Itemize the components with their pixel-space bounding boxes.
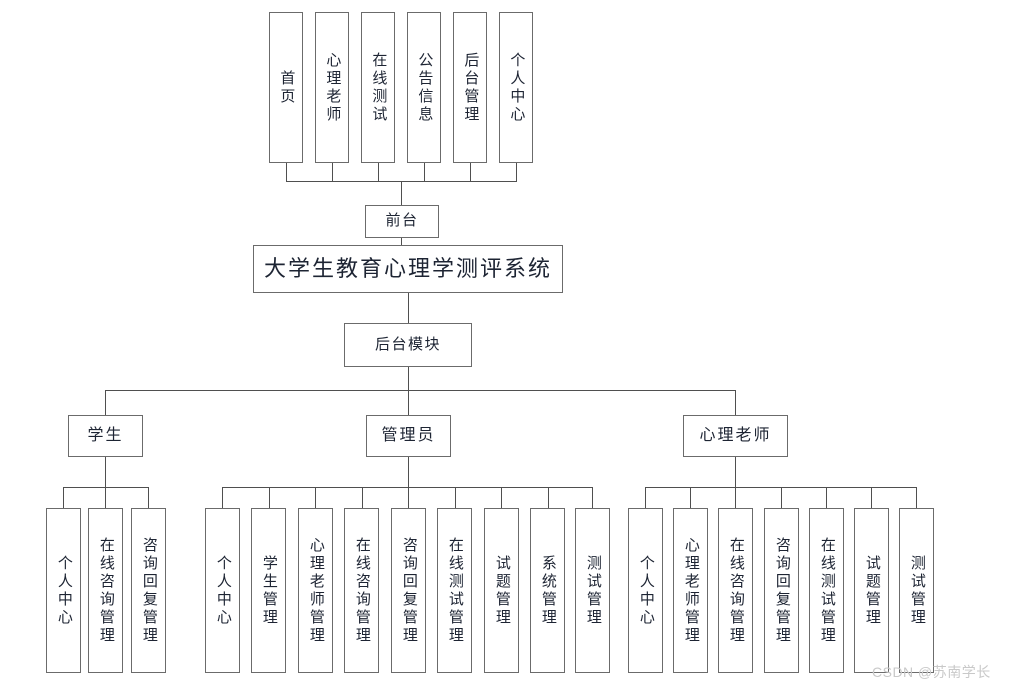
- system-title-node[interactable]: 大学生教育心理学测评系统: [253, 245, 563, 293]
- connector-rolebus-drop-admin: [408, 390, 409, 415]
- role-node-teacher[interactable]: 心理老师: [683, 415, 788, 457]
- connector-teacher-stub-4: [826, 487, 827, 508]
- connector-teacher-stub-0: [645, 487, 646, 508]
- connector-rolebus-drop-student: [105, 390, 106, 415]
- connector-admin-stub-0: [222, 487, 223, 508]
- frontend-item-2[interactable]: 在线测试: [361, 12, 395, 163]
- frontend-node[interactable]: 前台: [365, 205, 439, 238]
- csdn-watermark: CSDN @苏南学长: [872, 664, 991, 680]
- connector-bus-to-frontend: [401, 181, 402, 205]
- connector-frontend-stub-3: [424, 163, 425, 181]
- frontend-item-3[interactable]: 公告信息: [407, 12, 441, 163]
- frontend-item-4[interactable]: 后台管理: [453, 12, 487, 163]
- connector-frontend-stub-0: [286, 163, 287, 181]
- connector-teacher-stub-6: [916, 487, 917, 508]
- frontend-item-5[interactable]: 个人中心: [499, 12, 533, 163]
- student-item-1[interactable]: 在线咨询管理: [88, 508, 123, 673]
- teacher-item-1[interactable]: 心理老师管理: [673, 508, 708, 673]
- role-node-admin[interactable]: 管理员: [366, 415, 451, 457]
- connector-student-stub-2: [148, 487, 149, 508]
- teacher-item-3[interactable]: 咨询回复管理: [764, 508, 799, 673]
- connector-teacher-bus: [645, 487, 916, 488]
- admin-item-0[interactable]: 个人中心: [205, 508, 240, 673]
- connector-teacher-stub-1: [690, 487, 691, 508]
- connector-admin-stub-1: [269, 487, 270, 508]
- connector-teacher-stub-2: [735, 487, 736, 508]
- admin-item-6[interactable]: 试题管理: [484, 508, 519, 673]
- connector-frontend-stub-4: [470, 163, 471, 181]
- teacher-item-4[interactable]: 在线测试管理: [809, 508, 844, 673]
- frontend-item-0[interactable]: 首页: [269, 12, 303, 163]
- role-node-student[interactable]: 学生: [68, 415, 143, 457]
- admin-item-4[interactable]: 咨询回复管理: [391, 508, 426, 673]
- connector-backend-to-rolebus: [408, 367, 409, 390]
- connector-teacher-stub-5: [871, 487, 872, 508]
- admin-item-8[interactable]: 测试管理: [575, 508, 610, 673]
- connector-frontend-to-title: [401, 238, 402, 245]
- admin-item-3[interactable]: 在线咨询管理: [344, 508, 379, 673]
- connector-teacher-stub-3: [781, 487, 782, 508]
- teacher-item-5[interactable]: 试题管理: [854, 508, 889, 673]
- connector-admin-drop: [408, 457, 409, 487]
- connector-admin-stub-3: [362, 487, 363, 508]
- admin-item-1[interactable]: 学生管理: [251, 508, 286, 673]
- connector-frontend-stub-1: [332, 163, 333, 181]
- connector-rolebus-drop-teacher: [735, 390, 736, 415]
- connector-teacher-drop: [735, 457, 736, 487]
- connector-admin-stub-5: [455, 487, 456, 508]
- admin-item-5[interactable]: 在线测试管理: [437, 508, 472, 673]
- frontend-item-1[interactable]: 心理老师: [315, 12, 349, 163]
- connector-admin-stub-6: [501, 487, 502, 508]
- connector-frontend-stub-5: [516, 163, 517, 181]
- connector-student-stub-0: [63, 487, 64, 508]
- teacher-item-6[interactable]: 测试管理: [899, 508, 934, 673]
- admin-item-2[interactable]: 心理老师管理: [298, 508, 333, 673]
- connector-admin-stub-4: [408, 487, 409, 508]
- connector-admin-stub-8: [592, 487, 593, 508]
- admin-item-7[interactable]: 系统管理: [530, 508, 565, 673]
- connector-admin-stub-2: [315, 487, 316, 508]
- student-item-2[interactable]: 咨询回复管理: [131, 508, 166, 673]
- backend-node[interactable]: 后台模块: [344, 323, 472, 367]
- connector-student-drop: [105, 457, 106, 487]
- teacher-item-0[interactable]: 个人中心: [628, 508, 663, 673]
- connector-role-bus: [105, 390, 735, 391]
- connector-student-stub-1: [105, 487, 106, 508]
- student-item-0[interactable]: 个人中心: [46, 508, 81, 673]
- connector-title-to-backend: [408, 293, 409, 323]
- connector-admin-bus: [222, 487, 592, 488]
- teacher-item-2[interactable]: 在线咨询管理: [718, 508, 753, 673]
- connector-admin-stub-7: [548, 487, 549, 508]
- connector-frontend-stub-2: [378, 163, 379, 181]
- connector-student-bus: [63, 487, 149, 488]
